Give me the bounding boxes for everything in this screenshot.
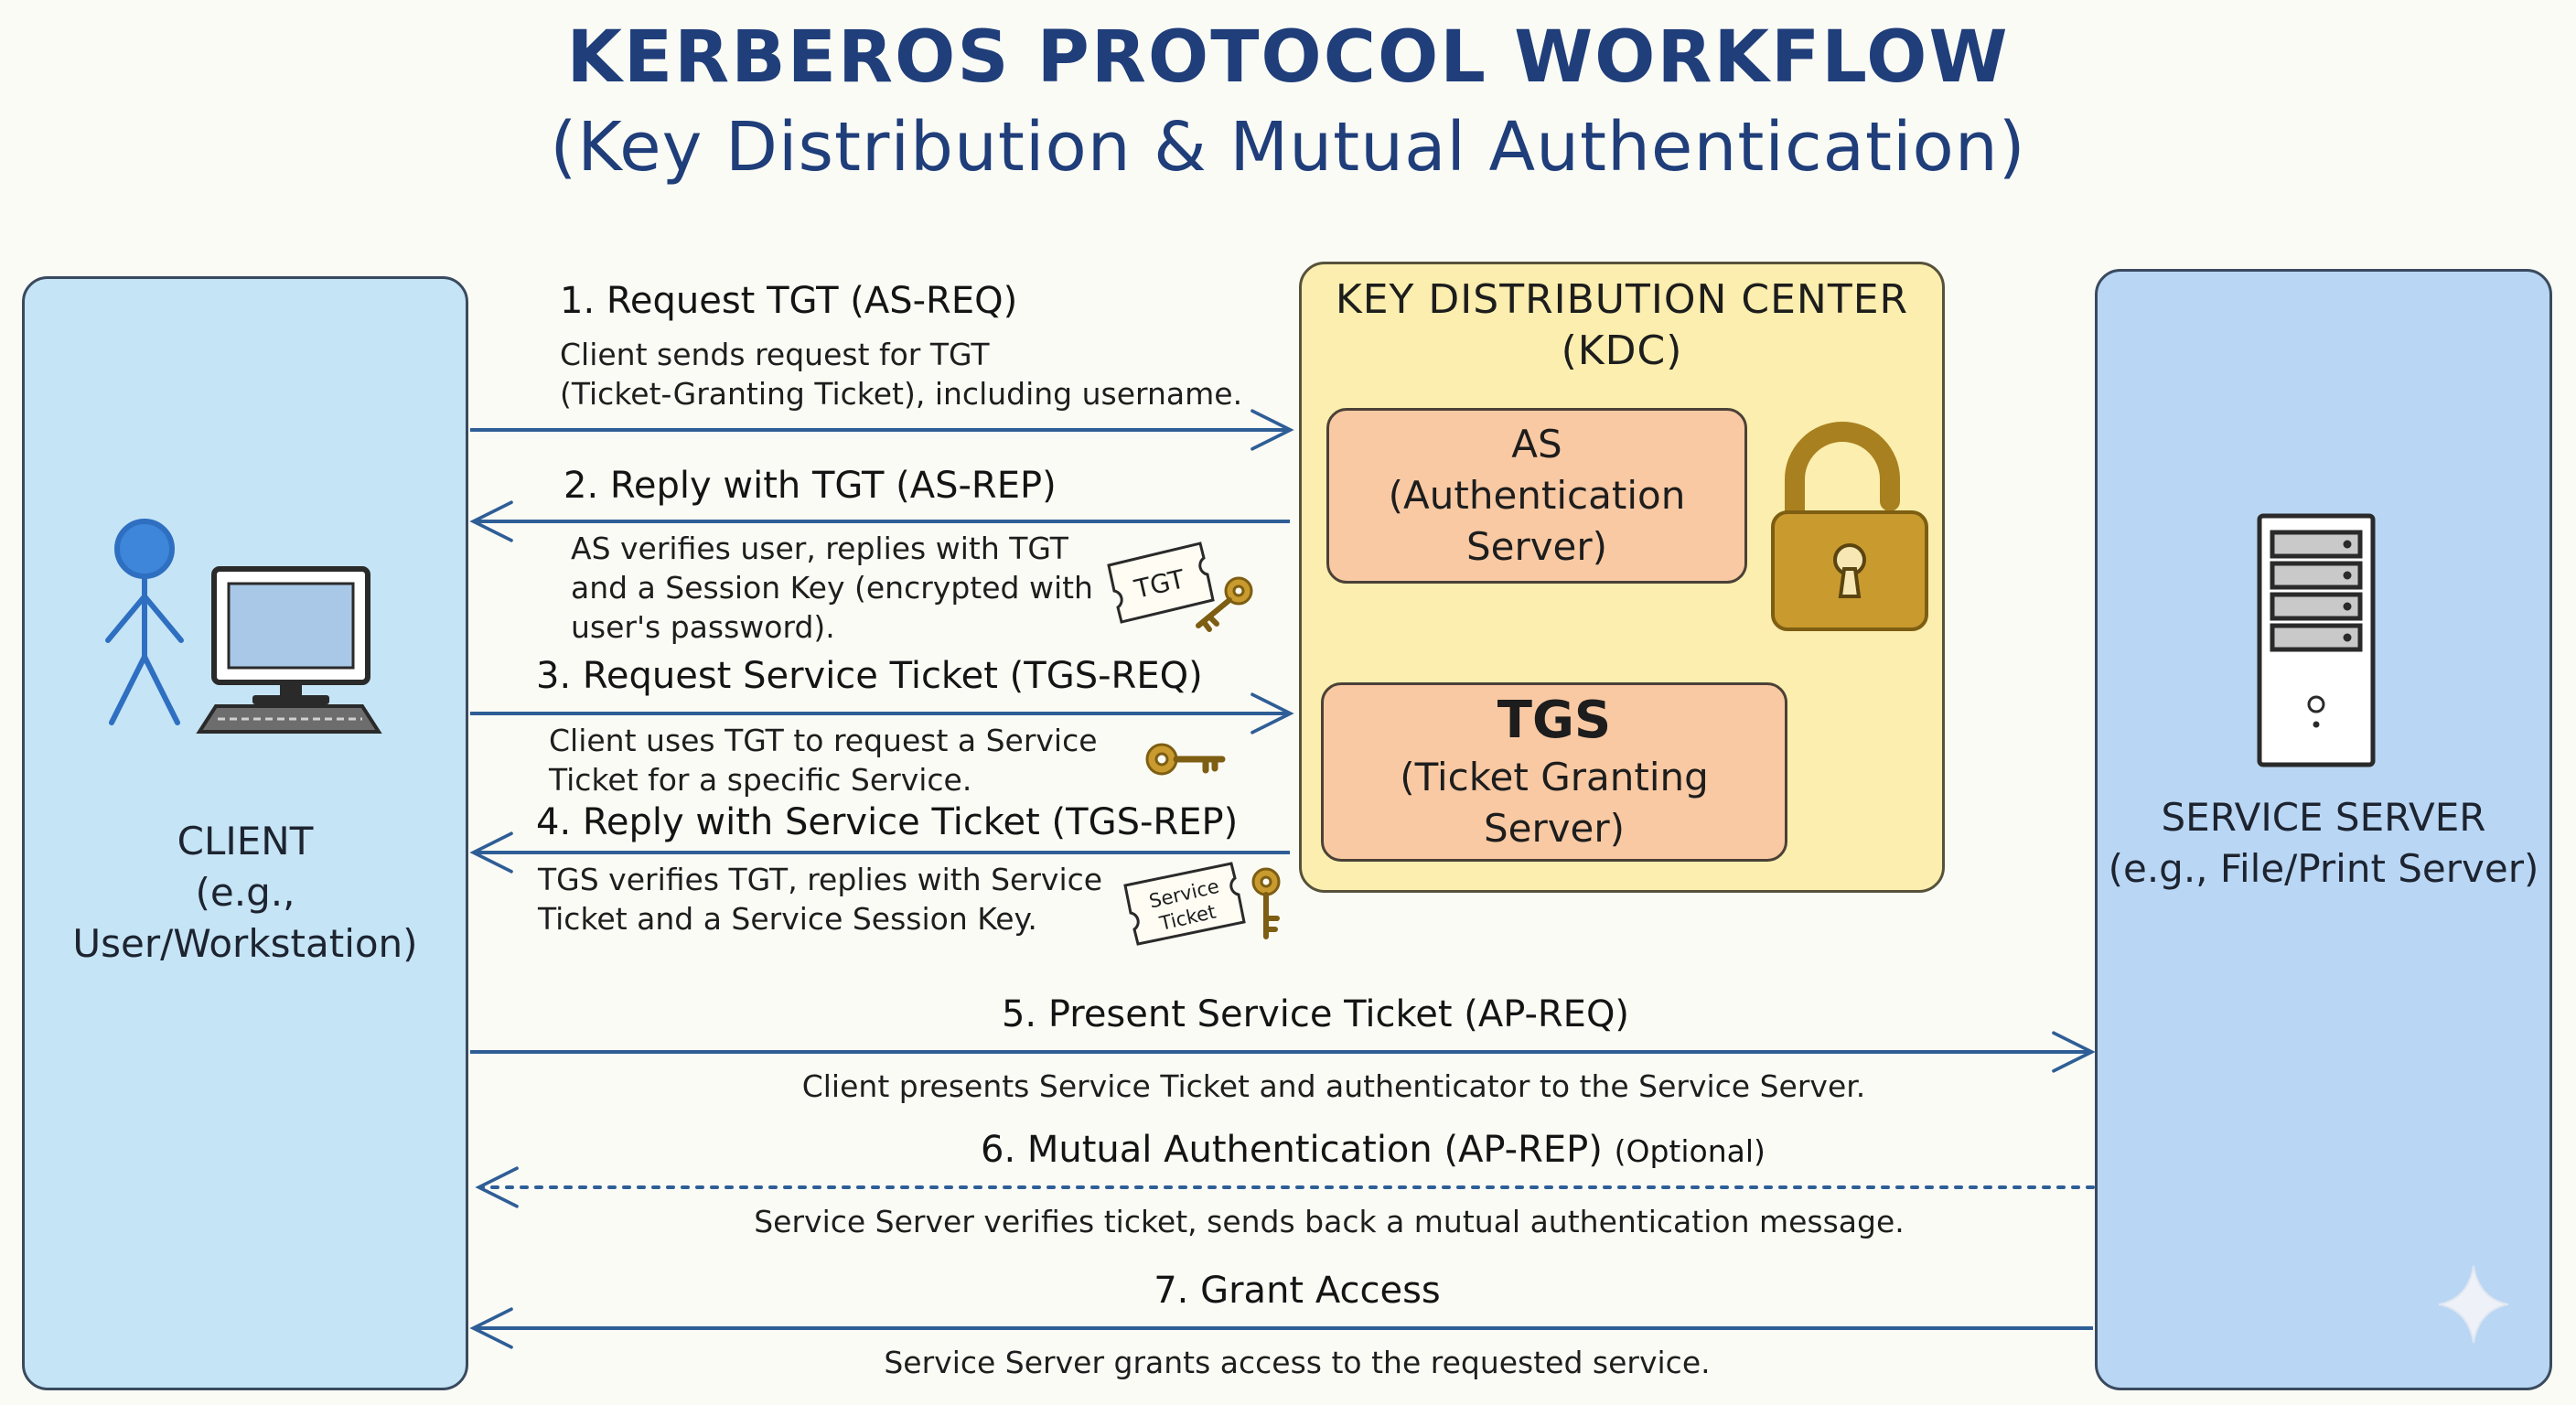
service-request-key-icon: [1145, 743, 1226, 776]
diagram-subtitle: (Key Distribution & Mutual Authenticatio…: [550, 108, 2026, 187]
step-6-optional-note: (Optional): [1614, 1133, 1766, 1169]
client-panel: [22, 276, 468, 1390]
step-1-label: 1. Request TGT (AS-REQ): [560, 280, 1018, 322]
step-2-label: 2. Reply with TGT (AS-REP): [564, 465, 1057, 507]
server-sub: (e.g., File/Print Server): [2108, 846, 2539, 891]
sparkle-icon: [2438, 1265, 2509, 1344]
step-4-desc: TGS verifies TGT, replies with Service T…: [538, 862, 1103, 937]
padlock-icon: [1771, 422, 1928, 631]
tgs-name: TGS: [1497, 691, 1612, 750]
client-label: CLIENT (e.g., User/Workstation): [22, 816, 468, 970]
server-tower-icon: [2257, 513, 2376, 767]
diagram-title: KERBEROS PROTOCOL WORKFLOW: [566, 16, 2010, 99]
step-5-label: 5. Present Service Ticket (AP-REQ): [1001, 993, 1630, 1035]
kdc-title-line2: (KDC): [1561, 327, 1683, 374]
step-1-desc: Client sends request for TGT (Ticket-Gra…: [560, 337, 1243, 412]
step-5-desc: Client presents Service Ticket and authe…: [801, 1068, 1866, 1104]
person-icon: [105, 519, 184, 725]
as-line2: (Authentication: [1388, 473, 1686, 518]
step-7-label: 7. Grant Access: [1154, 1270, 1441, 1312]
service-server-panel: [2095, 269, 2552, 1390]
client-sub: (e.g., User/Workstation): [72, 870, 418, 966]
computer-monitor-icon: [211, 566, 370, 704]
step-3-desc: Client uses TGT to request a Service Tic…: [549, 723, 1098, 798]
step-3-label: 3. Request Service Ticket (TGS-REQ): [536, 655, 1203, 697]
as-box: AS (Authentication Server): [1326, 408, 1747, 584]
server-name: SERVICE SERVER: [2161, 795, 2486, 840]
step-6-desc: Service Server verifies ticket, sends ba…: [754, 1204, 1905, 1239]
tgt-ticket-icon: TGT: [1107, 542, 1215, 624]
client-name: CLIENT: [177, 819, 314, 863]
as-name: AS: [1511, 422, 1562, 467]
tgs-full: (Ticket Granting Server): [1400, 755, 1709, 851]
service-ticket-icon: Service Ticket: [1123, 862, 1246, 946]
kdc-title: KEY DISTRIBUTION CENTER (KDC): [1299, 274, 1945, 377]
step-7-desc: Service Server grants access to the requ…: [884, 1345, 1711, 1380]
tgt-key-icon: [1196, 576, 1253, 632]
as-line3: Server): [1465, 524, 1608, 569]
step-6-label: 6. Mutual Authentication (AP-REP) (Optio…: [981, 1129, 1766, 1171]
service-server-label: SERVICE SERVER (e.g., File/Print Server): [2095, 792, 2552, 895]
service-ticket-key-icon: [1251, 867, 1281, 939]
keyboard-icon: [196, 704, 382, 734]
tgs-box: TGS (Ticket Granting Server): [1321, 682, 1787, 862]
kdc-title-line1: KEY DISTRIBUTION CENTER: [1335, 276, 1909, 323]
step-4-label: 4. Reply with Service Ticket (TGS-REP): [536, 801, 1239, 843]
step-2-desc: AS verifies user, replies with TGT and a…: [571, 531, 1093, 645]
